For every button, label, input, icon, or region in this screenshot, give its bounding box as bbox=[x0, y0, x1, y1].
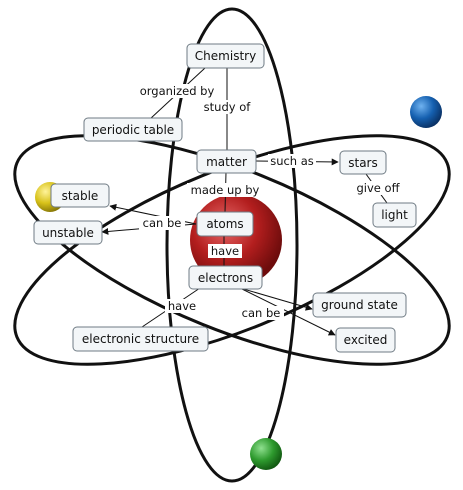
node-excited[interactable]: excited bbox=[335, 327, 396, 353]
electron-blue-sphere bbox=[410, 96, 442, 128]
atom-orbits bbox=[13, 7, 451, 483]
orbit-diagonal-down bbox=[13, 134, 451, 366]
link-label-have-atoms: have bbox=[211, 244, 239, 258]
node-stars[interactable]: stars bbox=[339, 150, 387, 175]
node-unstable[interactable]: unstable bbox=[33, 220, 103, 245]
link-label-made-up-by: made up by bbox=[191, 183, 260, 197]
node-periodic-table-label: periodic table bbox=[92, 123, 174, 137]
orbit-vertical bbox=[165, 7, 299, 483]
node-electrons[interactable]: electrons bbox=[188, 265, 263, 290]
link-label-can-be-atoms: can be bbox=[143, 216, 182, 230]
node-light-label: light bbox=[381, 208, 408, 222]
node-atoms-label: atoms bbox=[206, 217, 243, 231]
link-label-have-electrons: have bbox=[168, 299, 196, 313]
node-excited-label: excited bbox=[344, 333, 388, 347]
orbit-diagonal-up bbox=[13, 134, 451, 366]
node-stable[interactable]: stable bbox=[50, 183, 110, 208]
node-matter-label: matter bbox=[206, 155, 247, 169]
conn-electrons-ground bbox=[239, 287, 313, 311]
link-label-give-off: give off bbox=[357, 181, 401, 195]
node-electronic-structure[interactable]: electronic structure bbox=[72, 326, 209, 352]
node-chemistry-label: Chemistry bbox=[195, 49, 256, 63]
node-stars-label: stars bbox=[348, 156, 378, 170]
conn-electrons-excited bbox=[239, 287, 336, 336]
link-label-organized-by: organized by bbox=[140, 84, 215, 98]
electron-green-sphere bbox=[250, 438, 282, 470]
node-electrons-label: electrons bbox=[198, 271, 253, 285]
link-labels: organized by study of such as give off m… bbox=[137, 84, 403, 320]
node-atoms[interactable]: atoms bbox=[196, 211, 254, 237]
node-periodic-table[interactable]: periodic table bbox=[83, 117, 183, 142]
node-unstable-label: unstable bbox=[42, 226, 94, 240]
link-label-study-of: study of bbox=[204, 100, 252, 114]
node-chemistry[interactable]: Chemistry bbox=[186, 43, 265, 69]
node-matter[interactable]: matter bbox=[196, 149, 257, 174]
node-electronic-structure-label: electronic structure bbox=[82, 332, 199, 346]
node-ground-state[interactable]: ground state bbox=[312, 292, 407, 318]
link-label-such-as: such as bbox=[270, 154, 314, 168]
node-light[interactable]: light bbox=[372, 202, 417, 228]
link-label-can-be-electrons: can be bbox=[242, 306, 281, 320]
node-stable-label: stable bbox=[62, 189, 99, 203]
node-ground-state-label: ground state bbox=[321, 298, 398, 312]
